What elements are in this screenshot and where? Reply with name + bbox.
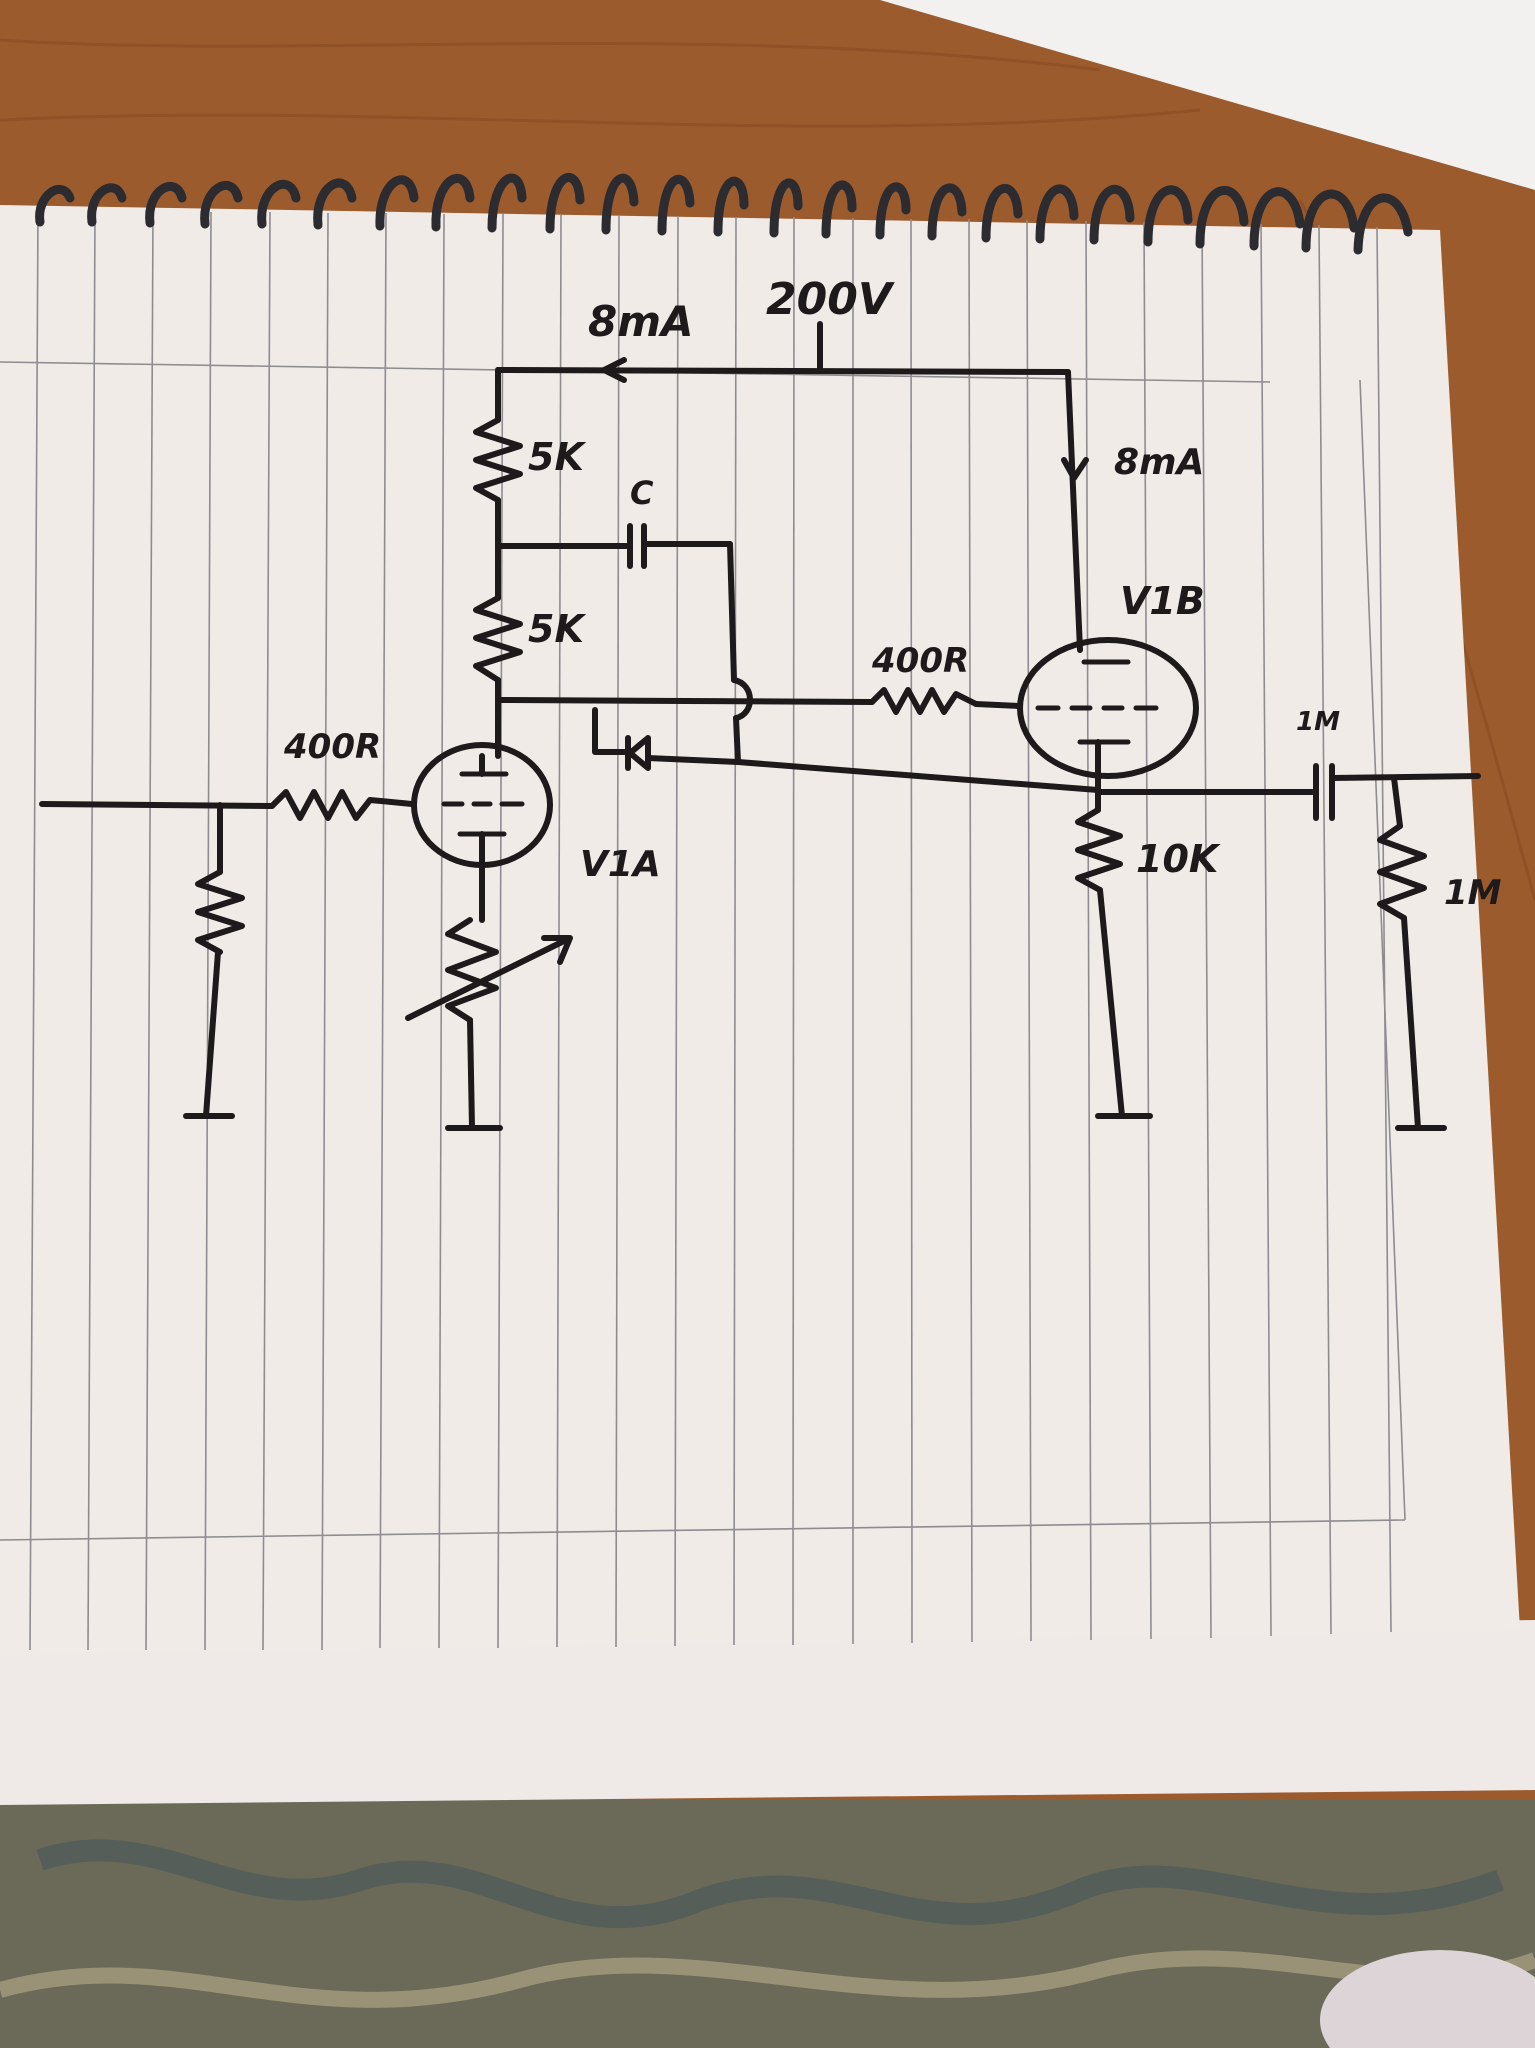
cathode-feedback-wire [735, 759, 1101, 793]
cathode-resistor-label: 10K [1136, 837, 1221, 881]
cathode-resistor [1075, 807, 1123, 893]
sock [1320, 1950, 1535, 2048]
capacitor-label: C [630, 474, 654, 512]
diode-triangle [627, 735, 651, 771]
upper-anode-resistor [473, 417, 523, 503]
anode-to-v1b-grid-wire [495, 697, 875, 705]
output-capacitor-label: 1M [1296, 707, 1340, 737]
v1a-grid-resistor-label: 400R [283, 727, 381, 767]
upper-anode-resistor-label: 5K [528, 435, 586, 479]
v1b-grid-lead [973, 701, 1023, 709]
cathode-resistor-wire-bottom [1097, 887, 1125, 1119]
v1a-cathode-wire-bottom [467, 1017, 475, 1131]
right-current-label: 8mA [1114, 442, 1204, 483]
v1b-grid-resistor-label: 400R [871, 641, 969, 681]
top-current-label: 8mA [588, 297, 694, 346]
lower-sheet [0, 1620, 1535, 1805]
tube-v1a-label: V1A [580, 844, 661, 885]
top-current-arrow [601, 357, 627, 383]
input-wire [39, 801, 275, 809]
input-shunt-wire-bottom [203, 949, 221, 1119]
tube-v1b-label: V1B [1120, 579, 1205, 623]
v1b-anode-wire [1065, 369, 1083, 653]
output-resistor-wire-top [1391, 775, 1403, 829]
top-rail [495, 367, 1071, 375]
lower-anode-resistor-label: 5K [528, 607, 586, 651]
right-current-arrow [1061, 457, 1089, 481]
rug-pattern-light [0, 1950, 1535, 2008]
grid-paper-corner [880, 0, 1535, 190]
cap-wire-down-2 [733, 715, 741, 765]
diode-lead [592, 707, 631, 755]
v1b-grid-resistor [869, 687, 979, 715]
output-resistor-label: 1M [1444, 873, 1502, 913]
variable-arrow-shaft [405, 937, 569, 1021]
variable-arrow-head [541, 935, 573, 965]
notebook-page [0, 205, 1520, 1655]
output-wire-right [1329, 773, 1481, 781]
diode-wire [645, 755, 741, 765]
cap-wire-down [727, 541, 737, 683]
schematic: 200V 8mA 8mA 5K 5K C 400R 400R V1A V1B 1… [39, 274, 1502, 1131]
output-resistor [1377, 823, 1427, 921]
v1b-tube-envelope [1017, 637, 1199, 779]
v1a-grid-resistor [269, 789, 415, 821]
v1a-cathode-resistor [445, 917, 499, 1023]
output-resistor-wire-bottom [1401, 915, 1421, 1131]
lower-anode-resistor [473, 595, 523, 683]
rug [0, 1800, 1535, 2048]
input-shunt-resistor [195, 869, 245, 955]
spiral-binding [35, 172, 1413, 255]
supply-label: 200V [766, 274, 895, 325]
rug-pattern [36, 1839, 1504, 1929]
